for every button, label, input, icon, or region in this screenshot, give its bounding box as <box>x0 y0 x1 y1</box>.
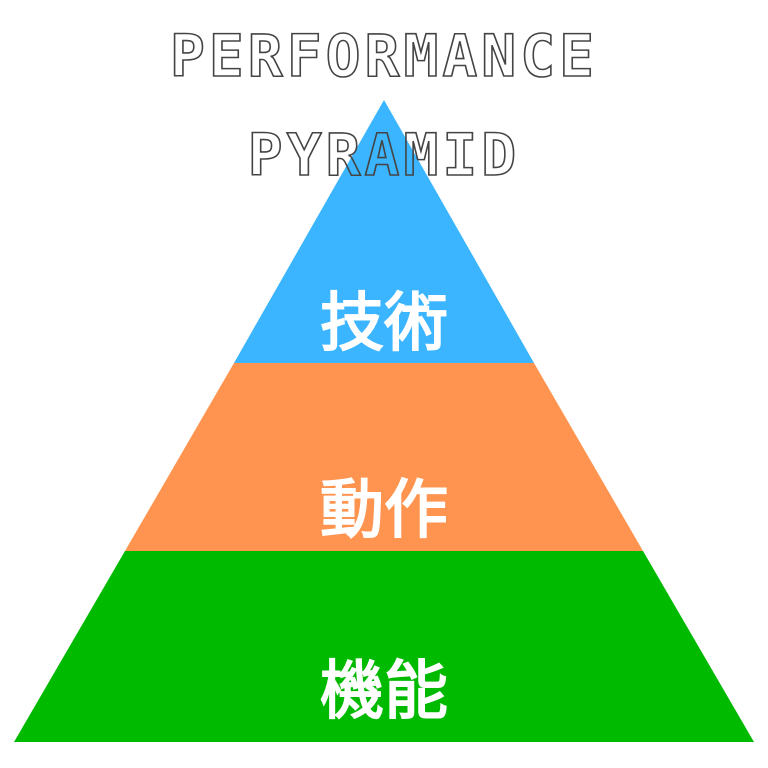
layer-label-top: 技術 <box>320 287 448 361</box>
pyramid-layer-middle <box>125 363 643 551</box>
title-line-1: PERFORMANCE <box>170 22 598 90</box>
pyramid-layer-top <box>234 100 534 363</box>
pyramid-layer-bottom <box>14 551 754 742</box>
title-line-2: PYRAMID <box>248 121 520 189</box>
layer-label-middle: 動作 <box>320 474 448 548</box>
layer-label-bottom: 機能 <box>320 655 448 729</box>
